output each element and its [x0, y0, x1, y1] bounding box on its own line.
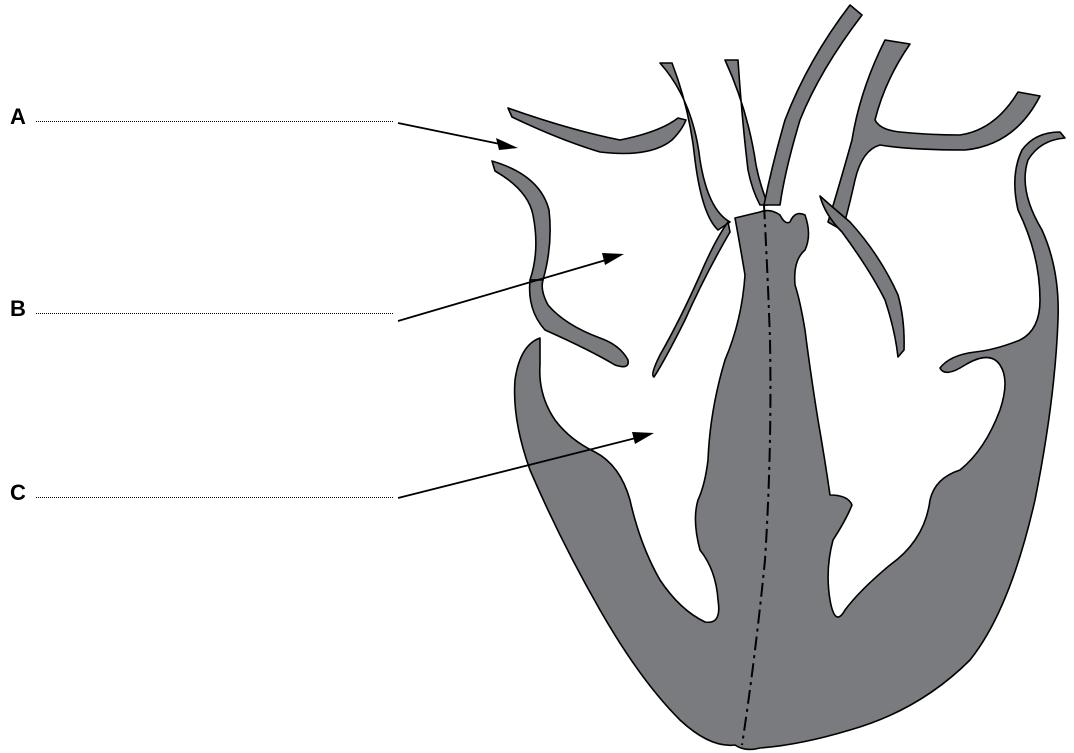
left-vessel-stem: [660, 63, 730, 230]
ventricle-body: [515, 132, 1065, 749]
right-upper-vessel: [828, 40, 1040, 230]
left-lower-vessel: [492, 161, 550, 280]
left-atrium-flap: [530, 280, 629, 367]
arrow-c-head: [632, 432, 654, 444]
left-atrial-thin-vessel: [725, 60, 768, 205]
left-valve-leaflet: [653, 222, 730, 377]
arrow-b-line: [398, 260, 606, 321]
arrow-a-line: [398, 123, 500, 144]
left-upper-vessel: [508, 108, 686, 154]
arrow-b-head: [602, 253, 624, 265]
arrow-a-head: [496, 138, 518, 150]
right-branch-vessel: [820, 196, 904, 357]
